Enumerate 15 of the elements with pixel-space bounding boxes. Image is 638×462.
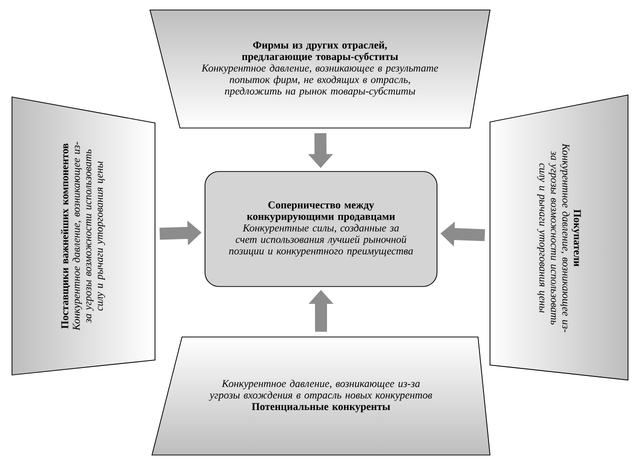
panel-heading: Фирмы из других отраслей, предлагающие товары-субститы — [242, 41, 398, 62]
force-panel — [150, 10, 490, 128]
panel-description: Конкурентное давление, возникающее из-за угрозы возможности использовать силу и рычаги уторгования цены — [72, 142, 105, 331]
force-panel — [490, 94, 628, 380]
panel-heading: Потенциальные конкуренты — [252, 403, 390, 412]
force-panel — [12, 96, 156, 376]
panel-heading: Поставщики важнейших компонентов — [61, 144, 70, 329]
rivalry-box — [204, 171, 438, 287]
panel-heading: Соперничество между конкурирующими продавцами — [247, 201, 395, 222]
panel-heading: Покупатели — [572, 210, 581, 266]
panel-description: Конкурентное давление, возникающее из-за угрозы возможности использовать силу и рычаги уторгования цены — [537, 143, 570, 332]
panel-description: Конкурентные силы, созданные за счет использования лучшей рыночной позиции и конкурентного преимущества — [229, 224, 413, 257]
panel-description: Конкурентное давление, возникающее из-за угрозы вхождения в отрасль новых конкурентов — [208, 380, 432, 401]
force-panel — [152, 336, 490, 456]
panel-description: Конкурентное давление, возникающее в результате попыток фирм, не входящих в отрасль, предложить на рынок товары-субститы — [202, 64, 438, 97]
